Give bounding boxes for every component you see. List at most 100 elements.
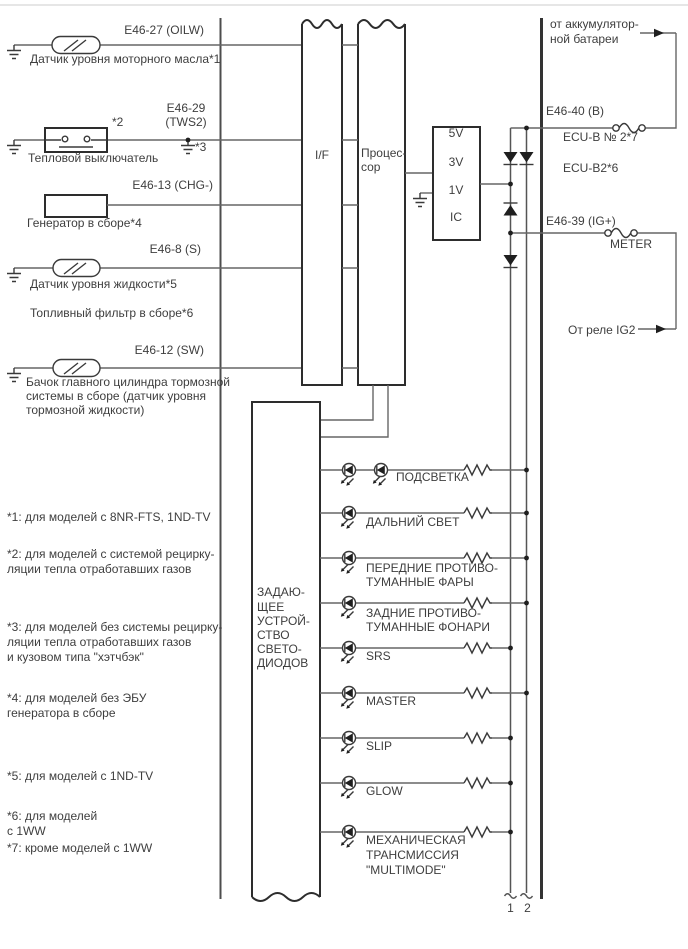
processor-label-2: сор	[361, 160, 381, 174]
indicator-label-line1: ПЕРЕДНИЕ ПРОТИВО-	[366, 561, 498, 575]
footnote-3-line2: ляции тепла отработавших газов	[7, 635, 191, 649]
indicator-label-line1: МЕХАНИЧЕСКАЯ	[366, 833, 466, 847]
led-driver-block: ЗАДАЮ- ЩЕЕ УСТРОЙ- СТВО СВЕТО- ДИОДОВ	[251, 401, 321, 902]
led-icon	[340, 824, 357, 849]
interface-processor-stubs	[342, 44, 358, 369]
led-driver-label-3: УСТРОЙ-	[257, 613, 310, 628]
ground-icon	[6, 44, 22, 60]
led-icon	[372, 462, 389, 487]
connector-labels: E46-27 (OILW) E46-29 (TWS2) E46-13 (CHG-…	[124, 23, 616, 357]
from-ig2-relay-label: От реле IG2	[568, 323, 636, 337]
footnote-4-line1: *4: для моделей без ЭБУ	[7, 691, 147, 705]
fuse-meter-label: METER	[610, 237, 652, 251]
from-battery-label-1: от аккумулятор-	[550, 17, 639, 31]
break-squiggle	[301, 19, 343, 29]
ground-icon	[6, 267, 22, 283]
resistor-icon	[463, 642, 493, 654]
note2-label: *2	[112, 115, 124, 129]
connector-label-oilw: E46-27 (OILW)	[124, 23, 204, 37]
connector-label-ig: E46-39 (IG+)	[546, 214, 616, 228]
indicator-row-high-beam: ДАЛЬНИЙ СВЕТ	[320, 505, 529, 530]
footnote-3-line3: и кузовом типа "хэтчбэк"	[7, 650, 144, 664]
connector-label-tws2-2: (TWS2)	[165, 115, 206, 129]
fluid-level-sensor-icon	[52, 258, 101, 278]
brake-fluid-sensor-icon	[52, 358, 101, 378]
thermal-switch-row	[6, 127, 302, 155]
resistor-icon	[463, 507, 493, 519]
bus2-break	[519, 893, 534, 899]
indicator-row-illumination: ПОДСВЕТКА	[320, 462, 529, 487]
fuse-ecu-b-label: ECU-B № 2*7	[563, 130, 638, 144]
indicator-row-manual-transmission: МЕХАНИЧЕСКАЯ ТРАНСМИССИЯ "MULTIMODE"	[320, 824, 513, 877]
arrow-right-icon	[654, 28, 664, 38]
footnote-6-line2: с 1WW	[7, 824, 46, 838]
indicator-label-line1: ЗАДНИЕ ПРОТИВО-	[366, 606, 481, 620]
processor-block	[357, 19, 406, 386]
break-squiggle	[357, 19, 406, 29]
indicator-label-line2: ТУМАННЫЕ ФАРЫ	[366, 575, 474, 589]
resistor-icon	[463, 732, 493, 744]
ground-icon	[6, 367, 22, 383]
connector-label-s: E46-8 (S)	[150, 242, 201, 256]
connector-label-tws2-1: E46-29	[167, 101, 206, 115]
led-driver-label-4: СТВО	[257, 628, 290, 642]
connector-label-chg: E46-13 (CHG-)	[132, 178, 213, 192]
connector-label-sw: E46-12 (SW)	[135, 343, 204, 357]
interface-label: I/F	[315, 148, 329, 162]
regulator-box	[432, 126, 481, 241]
ground-icon	[412, 192, 428, 208]
brake-reservoir-label-1: Бачок главного цилиндра тормозной	[26, 375, 230, 389]
indicator-label: SRS	[366, 649, 391, 663]
led-icon	[340, 550, 357, 575]
oil-level-sensor-label: Датчик уровня моторного масла*1	[30, 52, 221, 66]
footnote-3-line1: *3: для моделей без системы рецирку-	[7, 620, 222, 634]
oil-level-sensor-row	[6, 35, 302, 60]
regulator-block: 5V 3V 1V IC	[405, 126, 511, 241]
generator-row	[44, 194, 302, 218]
regulator-5v-label: 5V	[449, 126, 464, 140]
processor-to-led-driver-wires	[320, 385, 389, 438]
footnote-2-line1: *2: для моделей с системой рецирку-	[7, 547, 215, 561]
indicator-row-slip: SLIP	[320, 730, 513, 755]
brake-fluid-sensor-row	[6, 358, 302, 383]
led-icon	[340, 640, 357, 665]
fuse-ecu-b2-label: ECU-B2*6	[563, 161, 619, 175]
indicator-label-line2: ТРАНСМИССИЯ	[366, 848, 459, 862]
indicator-row-srs: SRS	[320, 640, 513, 665]
led-driver-label-6: ДИОДОВ	[257, 656, 308, 670]
led-icon	[340, 730, 357, 755]
regulator-1v-label: 1V	[449, 183, 464, 197]
resistor-icon	[463, 777, 493, 789]
power-labels: от аккумулятор- ной батареи ECU-B № 2*7 …	[550, 17, 652, 337]
resistor-icon	[463, 687, 493, 699]
indicator-row-front-fog: ПЕРЕДНИЕ ПРОТИВО- ТУМАННЫЕ ФАРЫ	[320, 550, 529, 589]
note3-label: *3	[195, 140, 207, 154]
oil-level-sensor-icon	[51, 35, 101, 55]
led-driver-label-1: ЗАДАЮ-	[257, 585, 305, 599]
bus1-number: 1	[507, 901, 514, 915]
footnote-5: *5: для моделей с 1ND-TV	[7, 769, 153, 783]
footnote-2-line2: ляции тепла отработавших газов	[7, 562, 191, 576]
ig2-feed-row	[508, 227, 677, 334]
footnote-6-line1: *6: для моделей	[7, 809, 97, 823]
led-icon	[340, 595, 357, 620]
bus2-number: 2	[524, 901, 531, 915]
generator-icon	[44, 194, 108, 218]
fluid-level-sensor-label: Датчик уровня жидкости*5	[30, 277, 177, 291]
component-labels: Датчик уровня моторного масла*1 *2 Тепло…	[26, 52, 406, 417]
indicator-row-glow: GLOW	[320, 775, 513, 800]
interface-block	[301, 19, 343, 386]
brake-reservoir-label-3: тормозной жидкости)	[26, 403, 144, 417]
footnote-1: *1: для моделей с 8NR-FTS, 1ND-TV	[7, 510, 211, 524]
indicator-label-line2: ТУМАННЫЕ ФОНАРИ	[366, 620, 490, 634]
footnote-7: *7: кроме моделей с 1WW	[7, 841, 153, 855]
generator-label: Генератор в сборе*4	[27, 216, 142, 230]
footnote-4-line2: генератора в сборе	[7, 706, 116, 720]
connector-label-b: E46-40 (B)	[546, 104, 604, 118]
led-icon	[340, 775, 357, 800]
led-icon	[340, 462, 357, 487]
from-battery-label-2: ной батареи	[550, 32, 618, 46]
regulator-ic-label: IC	[450, 210, 462, 224]
